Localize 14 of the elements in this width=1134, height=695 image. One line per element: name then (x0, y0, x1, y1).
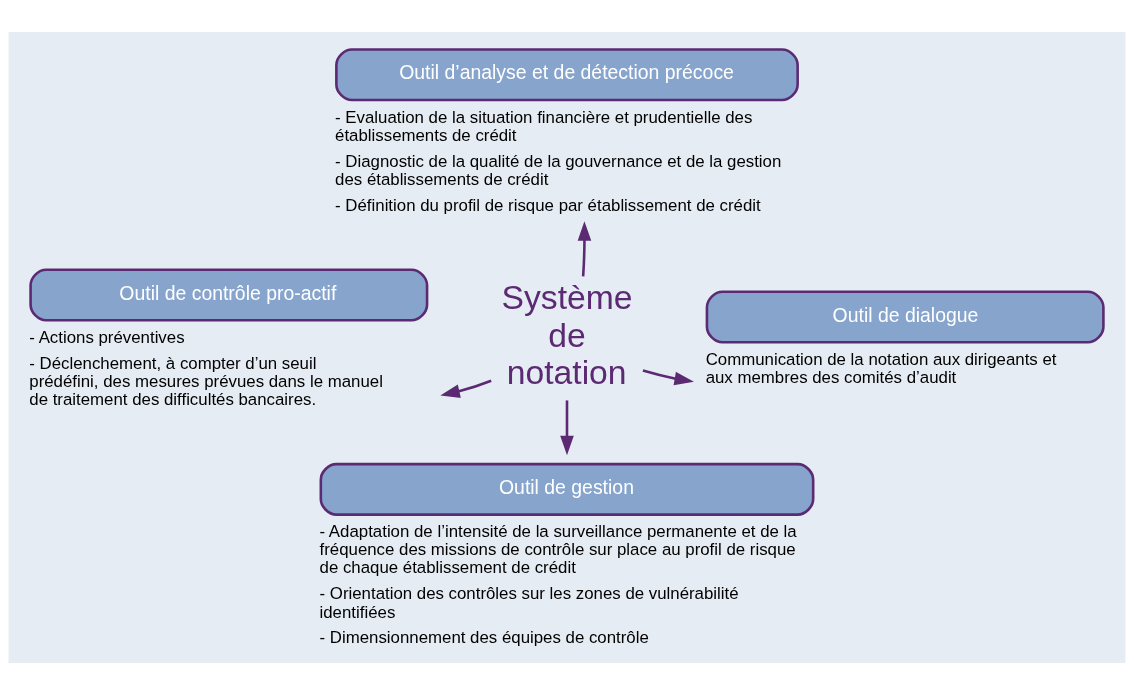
arrow (440, 379, 492, 398)
node-label: - Actions préventives (29, 327, 185, 347)
node-text: Système de notation (501, 279, 633, 392)
arrow (577, 221, 592, 277)
node-label: - Dimensionnement des équipes de contrôle (319, 628, 649, 648)
node-label: Communication de la notation aux dirigeants et aux membres des comités d’audit (705, 349, 1057, 387)
node-label: - Déclenchement, à compter d’un seuil prédéfini, des mesures prévues dans le manuel de traitement des difficultés bancaires. (29, 353, 383, 410)
arrow (560, 400, 574, 456)
arrow (642, 369, 694, 386)
node-label: - Définition du profil de risque par établissement de crédit (335, 195, 761, 215)
node-label: - Orientation des contrôles sur les zones de vulnérabilité identifiées (319, 584, 739, 622)
node-label: - Evaluation de la situation financière et prudentielle des établissements de crédit (335, 107, 753, 145)
node-label: - Adaptation de l’intensité de la surveillance permanente et de la fréquence des missions de contrôle sur place au profil de risque de chaque établissement de crédit (319, 522, 797, 578)
node-label: - Diagnostic de la qualité de la gouvernance et de la gestion des établissements de crédit (335, 151, 782, 189)
